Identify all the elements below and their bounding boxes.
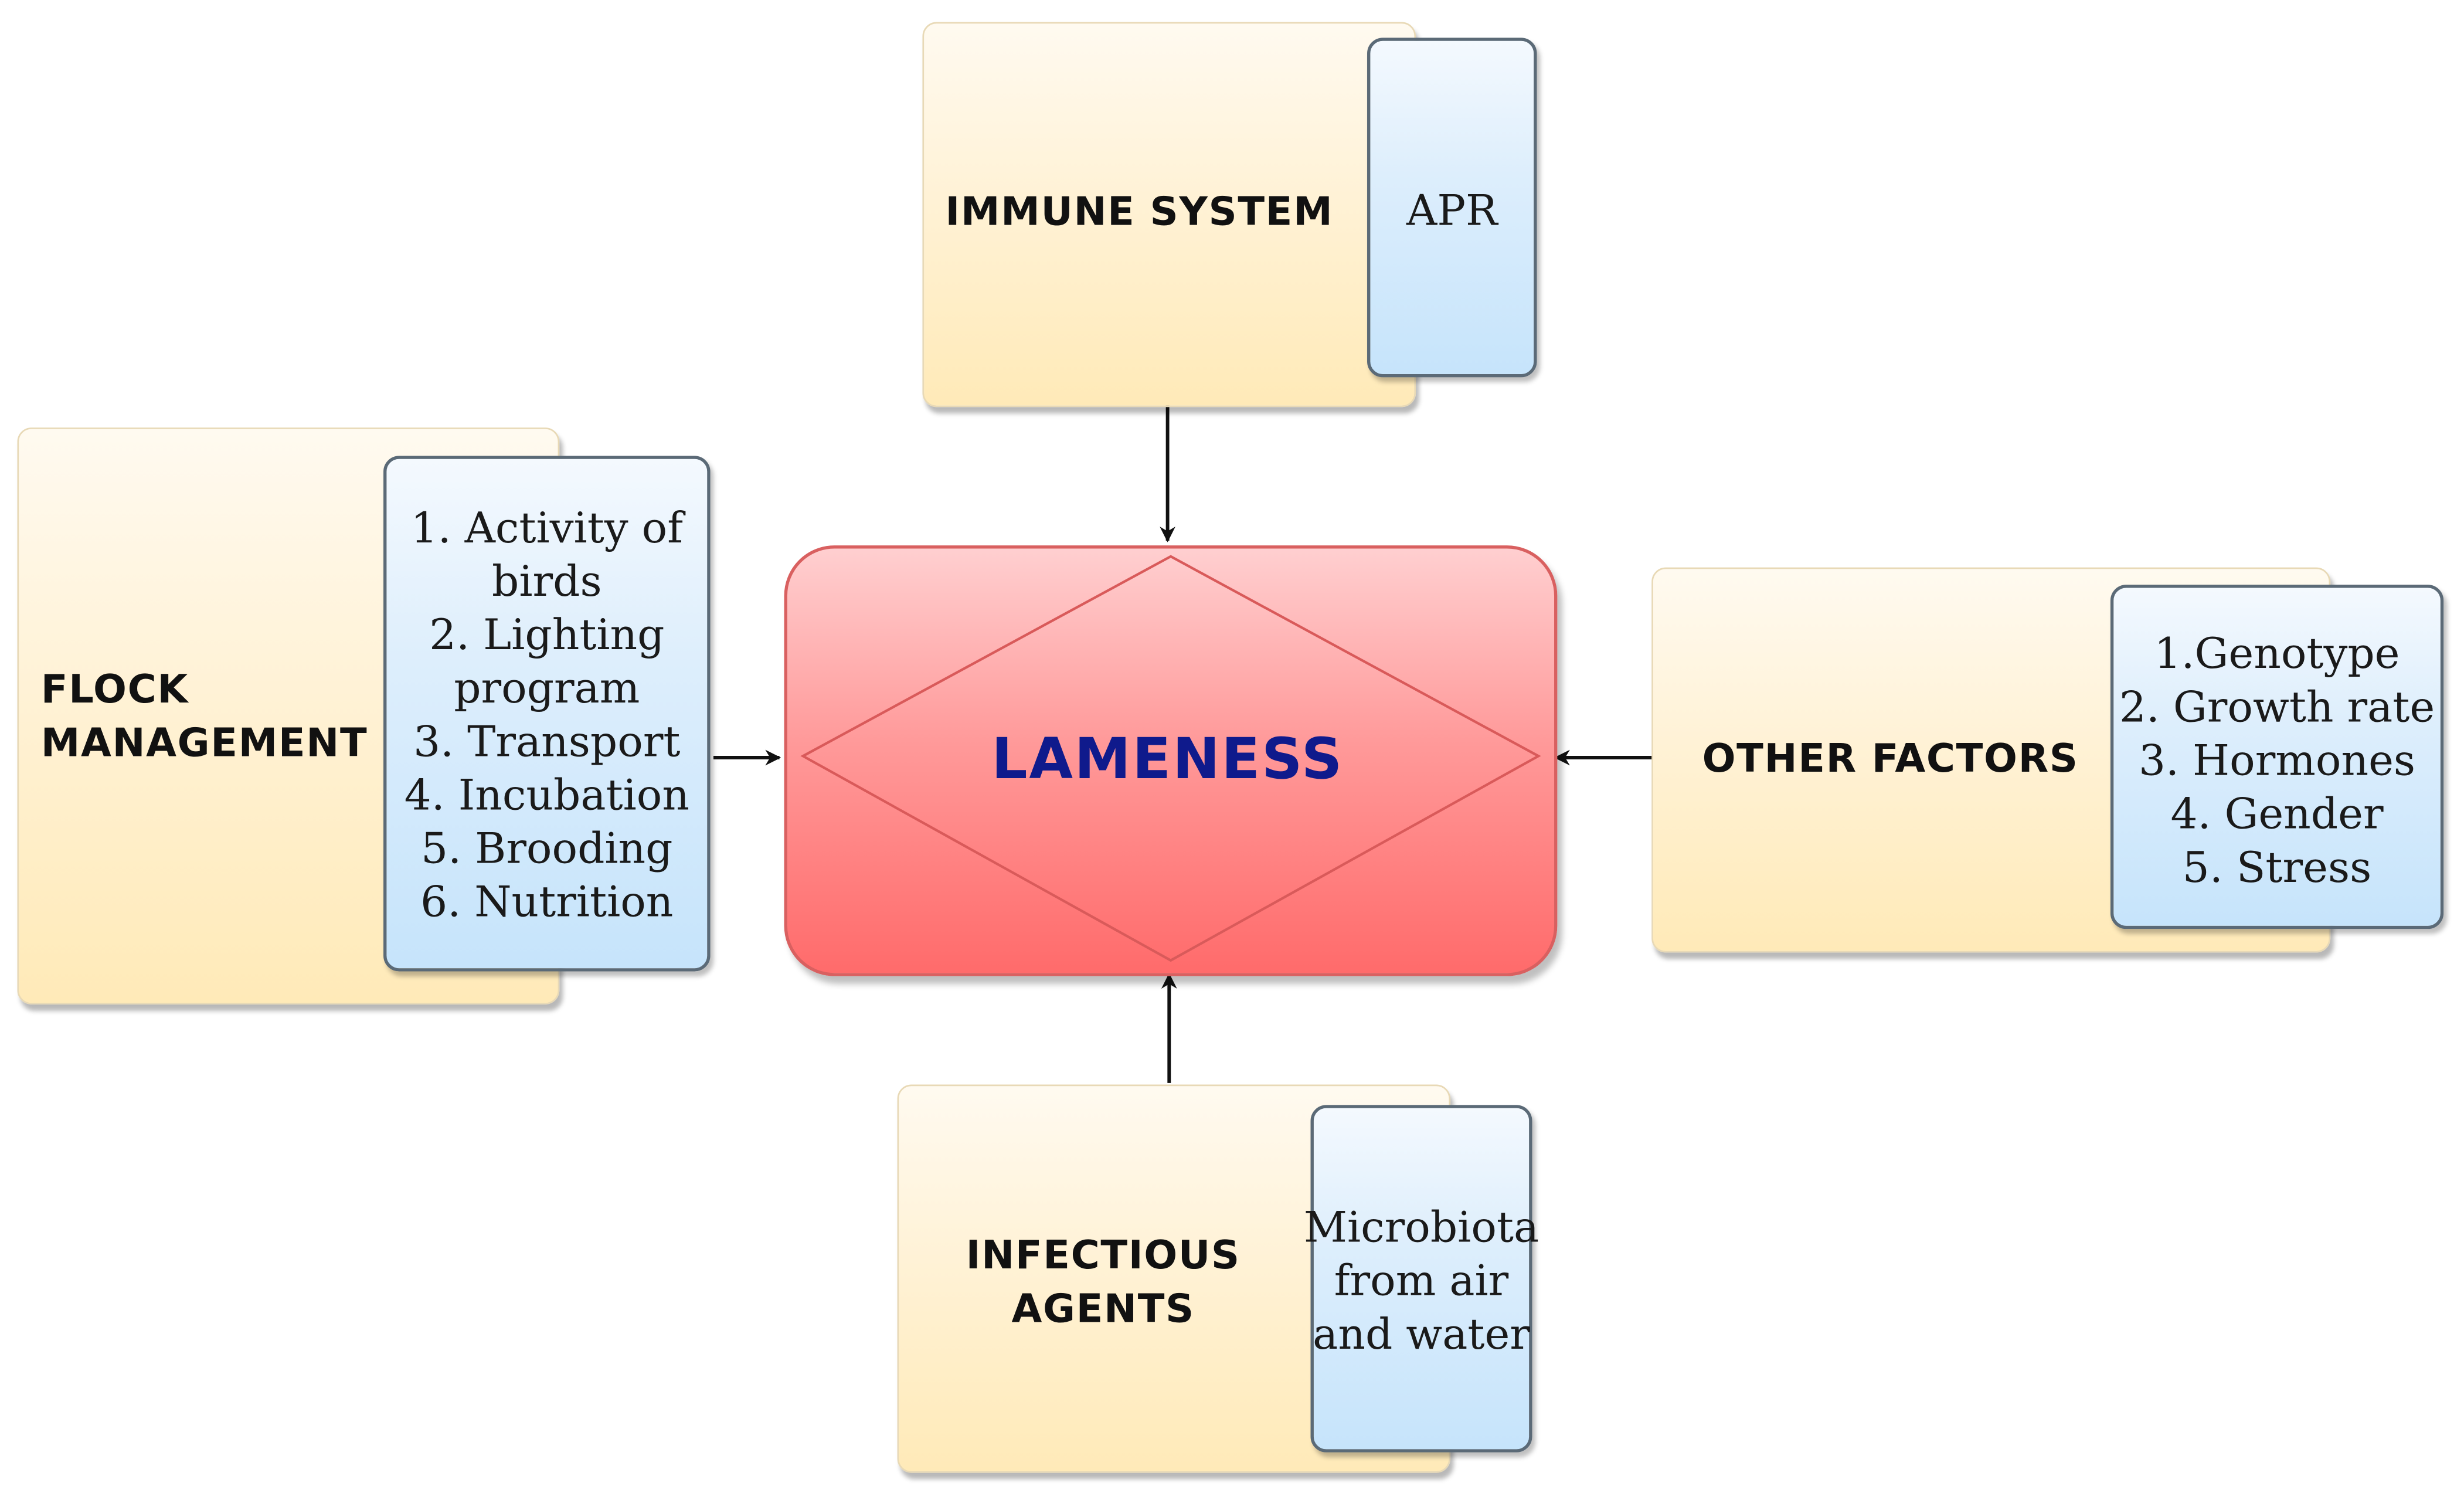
- other-factors-title: OTHER FACTORS: [1702, 735, 2079, 782]
- immune-system-title: IMMUNE SYSTEM: [945, 188, 1334, 235]
- infectious-agents-list: Microbiota from air and water: [1304, 1105, 1539, 1453]
- list-item: 5. Brooding: [421, 825, 673, 874]
- list-item: 6. Nutrition: [420, 878, 674, 928]
- flock-management-list: 1. Activity of birds 2. Lighting program…: [383, 456, 711, 972]
- flock-management-title: FLOCK MANAGEMENT: [41, 663, 368, 770]
- list-item: 3. Transport: [413, 718, 681, 768]
- list-item: program: [454, 664, 640, 714]
- list-item: 1. Activity of: [410, 504, 684, 554]
- list-item: APR: [1406, 186, 1498, 236]
- immune-system-box: [922, 22, 1416, 408]
- list-item: 3. Hormones: [2138, 737, 2416, 786]
- flock-management-title-line-1: FLOCK: [40, 666, 189, 712]
- list-item: 4. Gender: [2170, 790, 2384, 840]
- list-item: 1.Genotype: [2154, 630, 2400, 679]
- lameness-title: LAMENESS: [991, 728, 1344, 792]
- lameness-box: [784, 545, 1558, 976]
- list-item: Microbiota: [1303, 1204, 1539, 1253]
- immune-system-list: APR: [1367, 38, 1537, 378]
- list-item: birds: [492, 558, 602, 607]
- other-factors-list: 1.Genotype 2. Growth rate 3. Hormones 4.…: [2110, 585, 2444, 929]
- list-item: 5. Stress: [2182, 844, 2372, 893]
- list-item: 2. Growth rate: [2119, 684, 2435, 733]
- flock-management-title-line-2: MANAGEMENT: [40, 720, 368, 766]
- infectious-agents-title-line-2: AGENTS: [1011, 1285, 1195, 1332]
- infectious-agents-title: INFECTIOUS AGENTS: [927, 1229, 1279, 1336]
- list-item: 2. Lighting: [429, 611, 665, 660]
- list-item: from air: [1334, 1257, 1509, 1306]
- list-item: and water: [1313, 1311, 1530, 1360]
- lameness-diamond-shape: [800, 555, 1541, 962]
- list-item: 4. Incubation: [404, 772, 689, 821]
- infectious-agents-title-line-1: INFECTIOUS: [966, 1232, 1241, 1278]
